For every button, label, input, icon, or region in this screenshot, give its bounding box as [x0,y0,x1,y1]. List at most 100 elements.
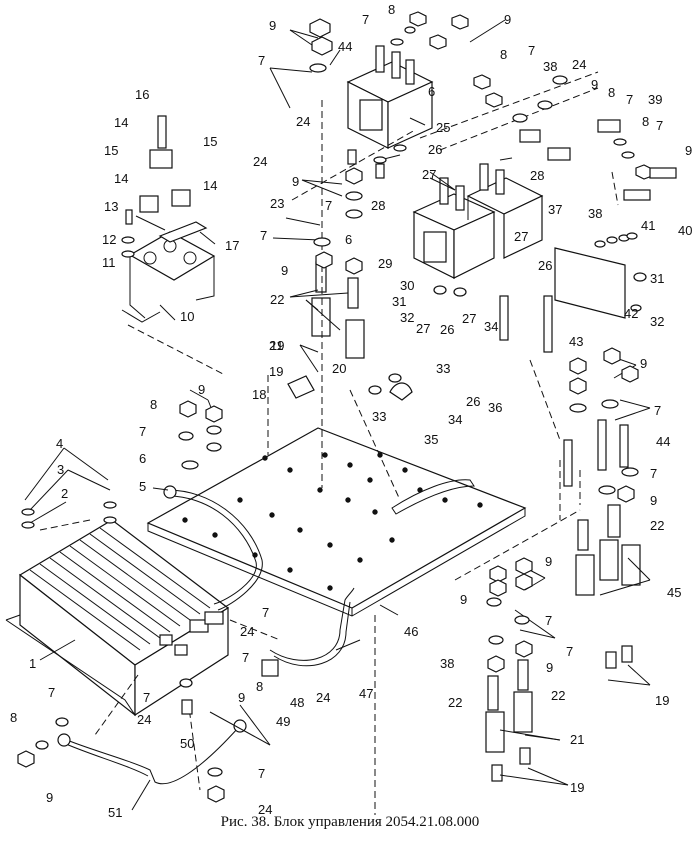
callout-7-f: 7 [656,118,663,133]
callout-7-d: 7 [528,43,535,58]
callout-33-b: 33 [372,409,386,424]
callout-labels: 1 2 3 4 5 6 7 8 9 10 11 12 13 14 15 16 1… [10,2,692,820]
callout-14-c: 14 [114,171,128,186]
callout-4: 4 [56,436,63,451]
callout-9-j: 9 [546,660,553,675]
callout-9-m: 9 [292,174,299,189]
callout-22-c: 22 [448,695,462,710]
callout-44-a: 44 [338,39,352,54]
callout-6-c: 6 [345,232,352,247]
callout-35: 35 [424,432,438,447]
callout-9-c: 9 [504,12,511,27]
leader-lines [24,19,651,811]
callout-8-c: 8 [500,47,507,62]
cable-5 [163,485,263,611]
callout-9-f: 9 [640,356,647,371]
callout-10: 10 [180,309,194,324]
callout-29: 29 [378,256,392,271]
callout-22-a: 22 [270,292,284,307]
cable-47 [269,587,355,667]
callout-6-b: 6 [428,84,435,99]
callout-9-b: 9 [269,18,276,33]
callout-8-d: 8 [608,85,615,100]
callout-40: 40 [678,223,692,238]
callout-9-k: 9 [238,690,245,705]
callout-22-d: 22 [551,688,565,703]
callout-20: 20 [332,361,346,376]
connector-17 [158,221,208,243]
callout-7-n: 7 [48,685,55,700]
callout-19-d: 19 [269,364,283,379]
callout-26-d: 26 [466,394,480,409]
callout-32-b: 32 [650,314,664,329]
callout-27-c: 27 [416,321,430,336]
switch-14 [139,115,191,213]
callout-15-a: 15 [104,143,118,158]
callout-30: 30 [400,278,414,293]
callout-18: 18 [252,387,266,402]
callout-26-c: 26 [440,322,454,337]
callout-21-a: 21 [269,338,283,353]
callout-7-k: 7 [262,605,269,620]
callout-31: 31 [392,294,406,309]
callout-15-b: 15 [203,134,217,149]
callout-51: 51 [108,805,122,820]
callout-8-g: 8 [10,710,17,725]
callout-42: 42 [624,306,638,321]
callout-7-q: 7 [260,228,267,243]
callout-7-e: 7 [626,92,633,107]
bracket [121,231,216,323]
base-plate [146,427,527,617]
callout-8: 8 [150,397,157,412]
callout-8-b: 8 [388,2,395,17]
callout-25: 25 [436,120,450,135]
callout-7-m: 7 [143,690,150,705]
callout-2: 2 [61,486,68,501]
callout-9-l: 9 [46,790,53,805]
callout-22-b: 22 [650,518,664,533]
callout-9: 9 [198,382,205,397]
panel-42 [554,247,626,319]
stack-21-center [311,261,365,359]
callout-38-b: 38 [588,206,602,221]
callout-13: 13 [104,199,118,214]
callout-46: 46 [404,624,418,639]
callout-34-b: 34 [484,319,498,334]
callout-9-g: 9 [650,493,657,508]
callout-48: 48 [290,695,304,710]
callout-50: 50 [180,736,194,751]
callout-44-b: 44 [656,434,670,449]
figure-caption: Рис. 38. Блок управления 2054.21.08.000 [220,814,480,830]
callout-6: 6 [139,451,146,466]
relay-29 [412,177,496,279]
callout-3: 3 [57,462,64,477]
callout-19-a: 19 [270,338,284,353]
callout-11: 11 [102,255,116,270]
callout-9-d: 9 [591,77,598,92]
callout-43: 43 [569,334,583,349]
callout-7-o: 7 [258,766,265,781]
callout-14-a: 14 [114,115,128,130]
callout-19-b: 19 [655,693,669,708]
relay-25 [346,45,434,149]
callout-34: 34 [448,412,462,427]
callout-12: 12 [102,232,116,247]
relay-37 [466,163,544,259]
callout-9-n: 9 [281,263,288,278]
callout-45: 45 [667,585,681,600]
callout-9-e: 9 [685,143,692,158]
cable-51 [57,719,247,785]
callout-24-b: 24 [572,57,586,72]
callout-21-b: 21 [570,732,584,747]
callout-8-f: 8 [256,679,263,694]
callout-41: 41 [641,218,655,233]
callout-26: 26 [428,142,442,157]
callout-33: 33 [436,361,450,376]
callout-39: 39 [648,92,662,107]
callout-7-b: 7 [258,53,265,68]
callout-9-h: 9 [545,554,552,569]
callout-38-c: 38 [440,656,454,671]
callout-7-h: 7 [650,466,657,481]
callout-28-b: 28 [530,168,544,183]
